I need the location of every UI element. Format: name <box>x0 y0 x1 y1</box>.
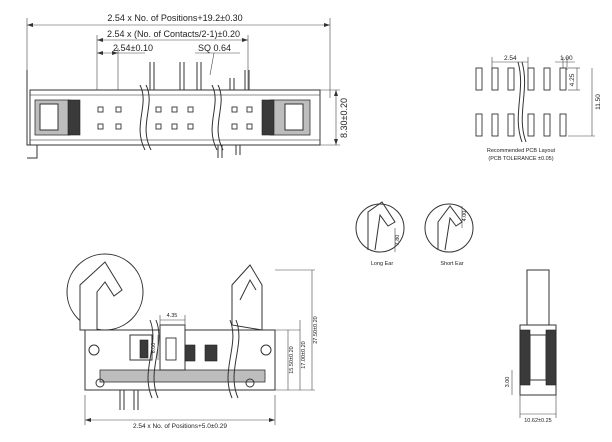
tail-length-dim: 3.00 <box>505 377 511 388</box>
end-width-dim: 10.62±0.25 <box>524 418 552 424</box>
short-ear-label: Short Ear <box>440 261 463 267</box>
pitch-dim: 2.54±0.10 <box>113 43 153 53</box>
pad-height-dim: 4.25 <box>569 73 576 86</box>
long-ear-label: Long Ear <box>371 261 393 267</box>
pcb-tolerance: (PCB TOLERANCE ±0.05) <box>488 156 553 162</box>
end-view: 10.62±0.25 3.00 <box>505 269 557 424</box>
height-c-dim: 27.50±0.20 <box>313 316 319 344</box>
key-height-dim: 6.00 <box>151 343 157 354</box>
pcb-pitch-dim: 2.54 <box>504 55 517 62</box>
contacts-span-dim: 2.54 x (No. of Contacts/2-1)±0.20 <box>107 29 240 39</box>
pcb-layout: 2.54 1.00 4.25 11.50 Recommended PCB Lay… <box>475 55 602 162</box>
key-width-dim: 4.35 <box>167 313 178 319</box>
front-view: 2.54 x No. of Positions+19.2±0.30 2.54 x… <box>26 13 349 159</box>
pin-size-dim: SQ 0.64 <box>198 43 231 53</box>
pad-width-dim: 1.00 <box>560 55 573 62</box>
short-ear-dim: 4.00 <box>462 211 468 222</box>
ear-options: 7.80 Long Ear 4.00 Short Ear <box>355 201 474 267</box>
side-view: 4.35 6.00 15.50±0.20 17.00±0.20 27.50±0.… <box>66 253 319 430</box>
pcb-layout-title: Recommended PCB Layout <box>487 148 556 154</box>
body-height-dim: 8.30±0.20 <box>339 98 349 138</box>
height-a-dim: 15.50±0.20 <box>289 346 295 374</box>
long-ear-dim: 7.80 <box>395 235 401 246</box>
row-spacing-dim: 11.50 <box>595 94 602 110</box>
height-b-dim: 17.00±0.20 <box>301 341 307 369</box>
bottom-length-dim: 2.54 x No. of Positions+5.0±0.29 <box>133 423 227 430</box>
overall-length-dim: 2.54 x No. of Positions+19.2±0.30 <box>107 13 242 23</box>
